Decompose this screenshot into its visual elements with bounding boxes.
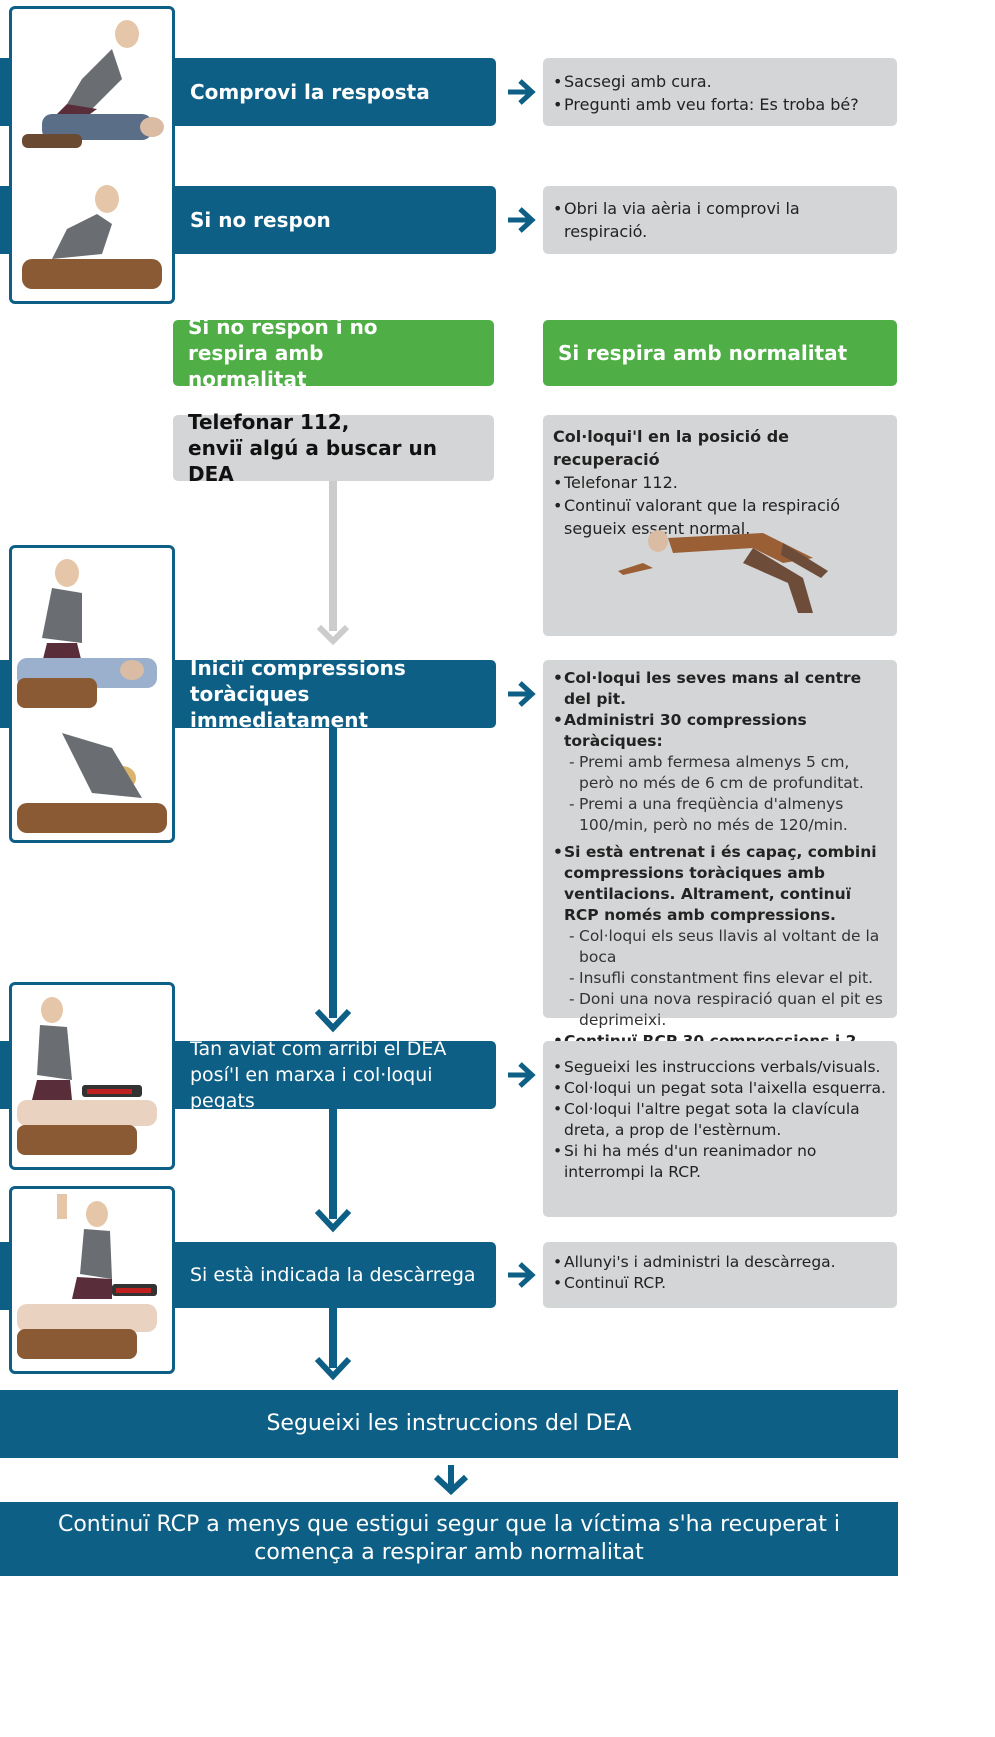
detail-subitem: Premi a una freqüència d'almenys 100/min… [553, 794, 887, 836]
arrow-right-icon [508, 79, 536, 105]
step-compressions: Iniciï compressions toràciques immediata… [175, 656, 496, 732]
detail-subitem: Doni una nova respiració quan el pit es … [553, 989, 887, 1031]
banner-continue-cpr: Continuï RCP a menys que estigui segur q… [0, 1502, 898, 1576]
details-compressions: Col·loqui les seves mans al centre del p… [543, 660, 897, 1071]
step-aed-arrives: Tan aviat com arribi el DEA posí'l en ma… [175, 1038, 496, 1112]
detail-item: Sacsegi amb cura. [553, 70, 887, 93]
recovery-position-illustration [618, 530, 828, 613]
arrow-right-icon [508, 1062, 536, 1088]
details-if-no-response: Obri la via aèria i comprovi la respirac… [543, 186, 897, 254]
branch-no-response-no-breathing: Si no respon i no respira amb normalitat [173, 315, 494, 391]
details-shock: Allunyi's i administri la descàrrega. Co… [543, 1242, 897, 1308]
detail-subitem: Insufli constantment fins elevar el pit. [553, 968, 887, 989]
photo-compressions [9, 545, 175, 843]
arrow-right-icon [508, 1262, 536, 1288]
step-call-112: Telefonar 112, enviï algú a buscar un DE… [173, 410, 494, 486]
detail-subitem: Premi amb fermesa almenys 5 cm, però no … [553, 752, 887, 794]
detail-item: Allunyi's i administri la descàrrega. [553, 1252, 887, 1273]
detail-item: Obri la via aèria i comprovi la respirac… [553, 197, 887, 243]
photo-check-response [9, 6, 175, 304]
chevron-down-icon [433, 1465, 469, 1495]
step-check-response: Comprovi la resposta [175, 58, 496, 126]
detail-subitem: Col·loqui els seus llavis al voltant de … [553, 926, 887, 968]
details-recovery-position: Col·loqui'l en la posició de recuperació… [543, 415, 897, 636]
detail-item: Segueixi les instruccions verbals/visual… [553, 1057, 887, 1078]
detail-item: Si hi ha més d'un reanimador no interrom… [553, 1141, 887, 1183]
branch-breathing-normally: Si respira amb normalitat [543, 320, 897, 386]
chevron-down-icon [314, 1208, 352, 1233]
arrow-right-icon [508, 681, 536, 707]
connector-line [329, 1109, 337, 1219]
photo-aed-pads [9, 982, 175, 1170]
rescuer-illustration [22, 20, 164, 289]
details-check-response: Sacsegi amb cura. Pregunti amb veu forta… [543, 58, 897, 126]
arrow-right-icon [508, 207, 536, 233]
step-if-no-response: Si no respon [175, 186, 496, 254]
chevron-down-icon [316, 624, 350, 646]
step-shock: Si està indicada la descàrrega [175, 1242, 496, 1308]
connector-line [329, 481, 337, 631]
shock-illustration [17, 1194, 157, 1359]
detail-item: Si està entrenat i és capaç, combini com… [553, 842, 887, 926]
detail-item: Telefonar 112. [553, 471, 887, 494]
detail-item: Pregunti amb veu forta: Es troba bé? [553, 93, 887, 116]
aed-illustration [17, 997, 157, 1155]
recovery-title: Col·loqui'l en la posició de recuperació [553, 427, 790, 469]
connector-line [329, 728, 337, 1018]
chevron-down-icon [314, 1356, 352, 1381]
chevron-down-icon [314, 1008, 352, 1033]
detail-item: Continuï RCP. [553, 1273, 887, 1294]
compression-illustration [17, 559, 167, 833]
connector-line [329, 1308, 337, 1368]
details-aed: Segueixi les instruccions verbals/visual… [543, 1041, 897, 1217]
banner-follow-aed: Segueixi les instruccions del DEA [0, 1390, 898, 1458]
detail-item: Continuï valorant que la respiració segu… [553, 494, 887, 540]
detail-item: Col·loqui l'altre pegat sota la clavícul… [553, 1099, 887, 1141]
detail-item: Administri 30 compressions toràciques: [553, 710, 887, 752]
detail-item: Col·loqui les seves mans al centre del p… [553, 668, 887, 710]
photo-shock [9, 1186, 175, 1374]
detail-item: Col·loqui un pegat sota l'aixella esquer… [553, 1078, 887, 1099]
